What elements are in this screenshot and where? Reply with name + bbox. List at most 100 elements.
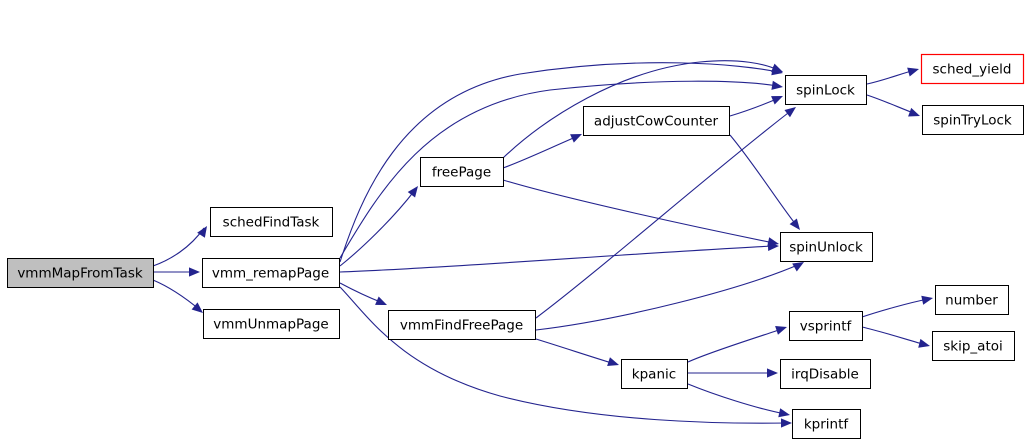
edge-line <box>861 298 929 318</box>
edge-vmmMapFromTask-to-schedFindTask <box>152 226 207 267</box>
edge-line <box>152 227 205 267</box>
node-box[interactable] <box>621 359 688 389</box>
node-schedFindTask[interactable]: schedFindTask <box>210 207 333 237</box>
edge-line <box>339 245 775 273</box>
node-vmmFindFreePage[interactable]: vmmFindFreePage <box>388 310 536 340</box>
edge-freePage-to-spinUnlock <box>502 179 779 247</box>
node-sched_yield[interactable]: sched_yield <box>920 53 1025 85</box>
edge-line <box>687 328 783 363</box>
arrowhead-icon <box>918 338 930 348</box>
arrowhead-icon <box>775 326 787 335</box>
edge-line <box>339 286 789 424</box>
node-vmm_remapPage[interactable]: vmm_remapPage <box>202 258 340 288</box>
node-label: kprintf <box>804 417 850 433</box>
node-vmmMapFromTask[interactable]: vmmMapFromTask <box>7 258 154 288</box>
nodes-layer: vmmMapFromTask schedFindTask vmm_remapPage… <box>7 53 1025 439</box>
node-box[interactable] <box>785 75 867 105</box>
node-label: skip_atoi <box>943 339 1003 355</box>
node-box[interactable] <box>203 309 340 339</box>
node-label: vmmFindFreePage <box>400 318 523 334</box>
edges-layer <box>152 60 933 428</box>
edge-line <box>502 135 579 169</box>
edge-kpanic-to-kprintf <box>687 383 790 418</box>
arrowhead-icon <box>767 237 779 247</box>
edge-line <box>339 189 416 267</box>
node-box[interactable] <box>780 359 871 389</box>
edge-vsprintf-to-skip_atoi <box>861 326 930 348</box>
arrowhead-icon <box>921 295 933 305</box>
node-label: sched_yield <box>932 62 1011 78</box>
arrowhead-icon <box>191 302 203 313</box>
edge-line <box>729 134 798 227</box>
edge-vmm_remapPage-to-spinLock <box>339 80 783 259</box>
arrowhead-icon <box>189 267 200 277</box>
node-label: vmm_remapPage <box>212 266 329 282</box>
node-adjustCowCounter[interactable]: adjustCowCounter <box>583 106 730 136</box>
node-box[interactable] <box>920 53 1025 85</box>
node-label: number <box>945 293 998 309</box>
node-freePage[interactable]: freePage <box>420 157 504 187</box>
node-box[interactable] <box>922 105 1024 135</box>
edge-line <box>502 60 779 159</box>
edge-line <box>535 338 616 365</box>
node-label: vsprintf <box>800 319 853 335</box>
edge-line <box>502 179 775 244</box>
arrowhead-icon <box>784 107 796 118</box>
edge-kpanic-to-irqDisable <box>688 368 778 378</box>
node-kprintf[interactable]: kprintf <box>792 409 861 439</box>
node-label: vmmUnmapPage <box>213 317 328 333</box>
edge-vmmMapFromTask-to-vmmUnmapPage <box>152 279 203 313</box>
node-box[interactable] <box>7 258 154 288</box>
node-number[interactable]: number <box>935 285 1009 315</box>
edge-line <box>152 279 201 311</box>
node-box[interactable] <box>935 285 1009 315</box>
edge-vsprintf-to-number <box>861 295 933 318</box>
arrowhead-icon <box>375 296 387 305</box>
edge-line <box>729 97 780 117</box>
node-label: adjustCowCounter <box>594 114 719 130</box>
node-box[interactable] <box>202 258 340 288</box>
node-box[interactable] <box>388 310 536 340</box>
node-irqDisable[interactable]: irqDisable <box>780 359 871 389</box>
node-label: spinLock <box>796 83 855 99</box>
arrowhead-icon <box>908 107 920 117</box>
node-box[interactable] <box>792 409 861 439</box>
node-box[interactable] <box>420 157 504 187</box>
node-box[interactable] <box>583 106 730 136</box>
node-label: freePage <box>432 165 491 181</box>
node-spinLock[interactable]: spinLock <box>785 75 867 105</box>
edge-kpanic-to-vsprintf <box>687 326 787 363</box>
edge-adjustCowCounter-to-spinLock <box>729 96 783 117</box>
edge-freePage-to-adjustCowCounter <box>502 134 582 169</box>
node-label: spinUnlock <box>789 240 863 256</box>
arrowhead-icon <box>907 67 919 77</box>
edge-vmm_remapPage-to-vmmFindFreePage <box>339 282 387 305</box>
node-vmmUnmapPage[interactable]: vmmUnmapPage <box>203 309 340 339</box>
node-box[interactable] <box>932 331 1015 361</box>
node-label: irqDisable <box>791 367 859 383</box>
node-box[interactable] <box>210 207 333 237</box>
arrowhead-icon <box>570 134 582 143</box>
edge-line <box>535 109 793 319</box>
edge-line <box>339 282 384 304</box>
arrowhead-icon <box>789 218 800 230</box>
node-spinTryLock[interactable]: spinTryLock <box>922 105 1024 135</box>
arrowhead-icon <box>607 357 619 366</box>
node-kpanic[interactable]: kpanic <box>621 359 688 389</box>
edge-line <box>866 94 917 115</box>
node-box[interactable] <box>780 232 873 262</box>
edge-vmmMapFromTask-to-vmm_remapPage <box>153 267 200 277</box>
node-vsprintf[interactable]: vsprintf <box>789 311 863 341</box>
node-box[interactable] <box>789 311 863 341</box>
edge-vmmFindFreePage-to-kpanic <box>535 338 619 366</box>
arrowhead-icon <box>771 63 783 73</box>
node-spinUnlock[interactable]: spinUnlock <box>780 232 873 262</box>
edge-line <box>866 69 916 85</box>
edge-spinLock-to-spinTryLock <box>866 94 920 117</box>
node-skip_atoi[interactable]: skip_atoi <box>932 331 1015 361</box>
edge-freePage-to-spinLock <box>502 60 783 159</box>
edge-vmm_remapPage-to-kprintf <box>339 286 792 428</box>
node-label: spinTryLock <box>933 113 1012 129</box>
